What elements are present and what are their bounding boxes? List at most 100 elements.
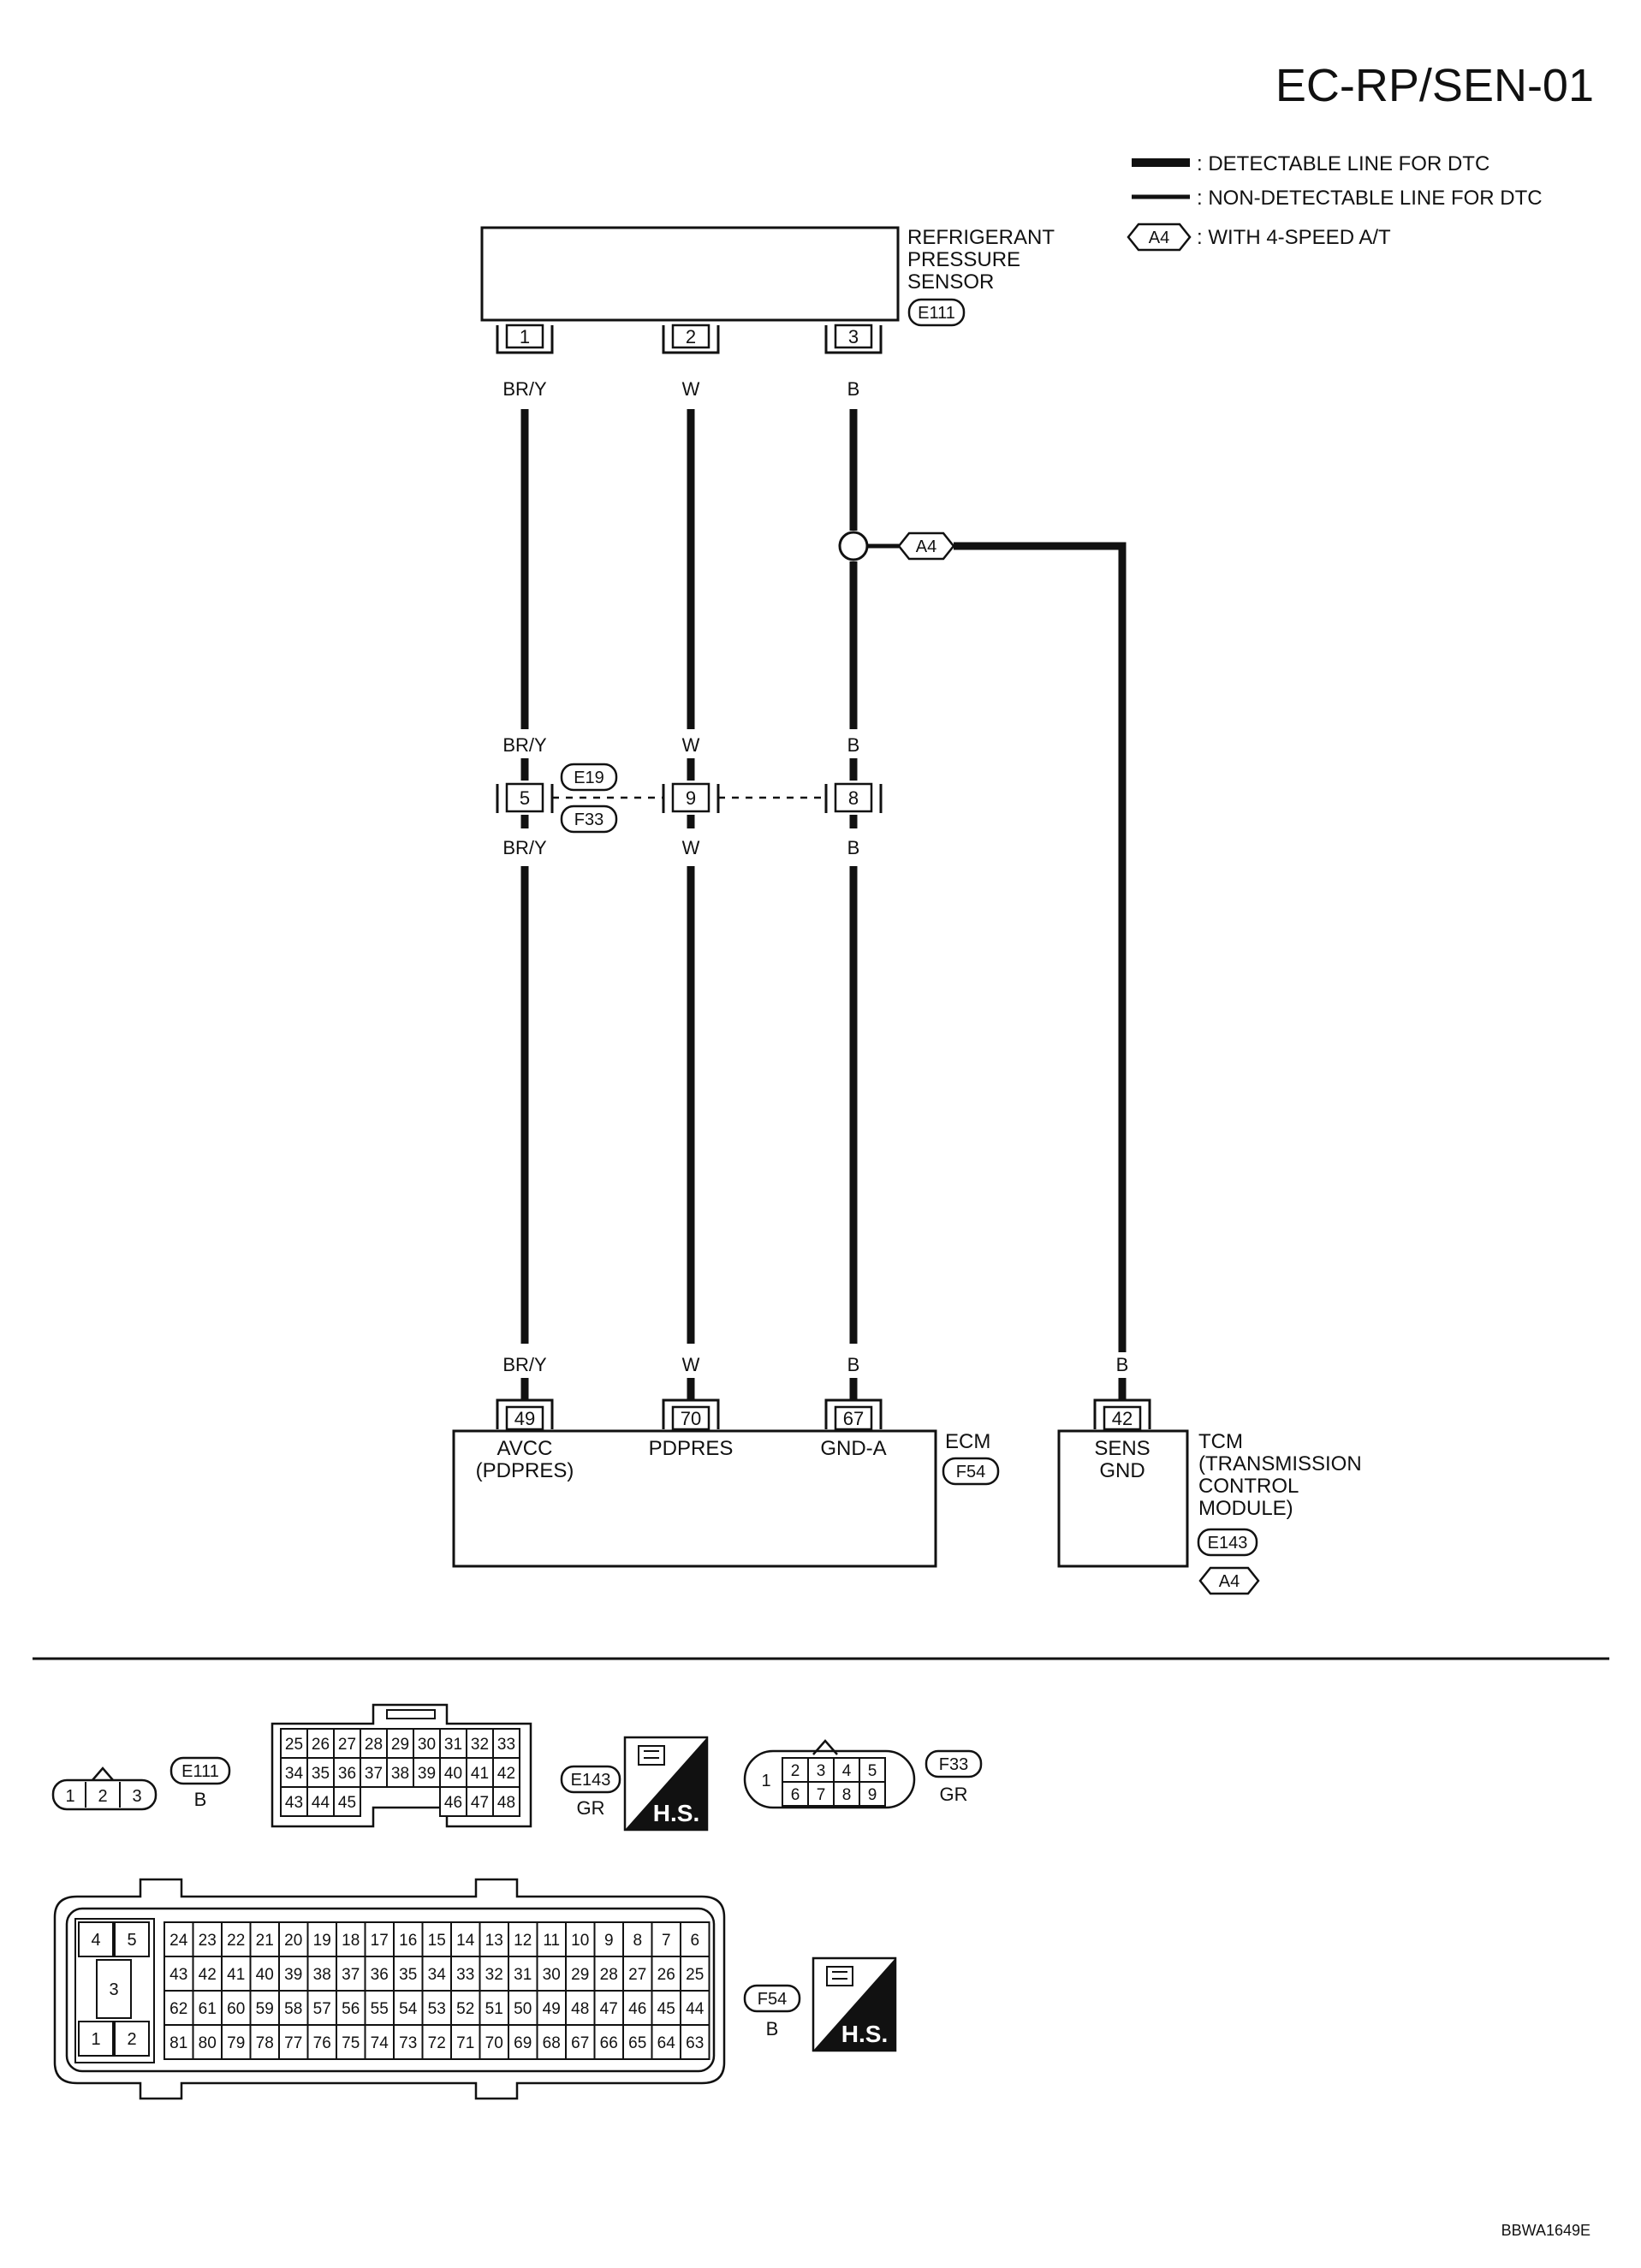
sensor-pin-3-bracket [824,325,883,354]
e143-pin-42: 42 [497,1765,515,1783]
f54-pin-cell [164,1921,194,1957]
e111-tag-shape [169,1756,231,1785]
tcm-name-line-4: MODULE) [1198,1497,1293,1520]
f54-pin-55: 55 [371,2000,389,2018]
tcm-name-line-3: CONTROL [1198,1475,1299,1498]
sensor-pin-1-box [505,324,544,349]
ecm-terminal-label-70: PDPRES [649,1437,734,1460]
tcm-connector-tag-shape [1197,1528,1258,1557]
f33-tag-shape [925,1749,983,1778]
f54-pin-37: 37 [342,1966,360,1984]
f54-pin-54: 54 [399,2000,418,2018]
f54-pin-15: 15 [428,1932,446,1950]
f54-housing-inner [65,1907,716,2073]
f54-pin-27: 27 [628,1966,646,1984]
ecm-terminal-label-49b: (PDPRES) [476,1459,574,1482]
f33-pin-5: 5 [868,1762,877,1780]
joint-top-tag-shape [560,763,618,792]
tcm-a4-tag-shape [1198,1566,1260,1595]
f54-pin-24: 24 [169,1932,188,1950]
f54-pin-53: 53 [428,2000,446,2018]
ecm-pin-49-bracket [496,1398,554,1429]
joint-pin-9: 9 [686,787,696,809]
f33-pin-8: 8 [842,1786,852,1804]
image-code: BBWA1649E [1501,2222,1590,2239]
f54-pin-cell [336,2024,366,2060]
ecm-wire-color-1: BR/Y [502,1354,547,1375]
f54-pin-47: 47 [600,2000,618,2018]
f54-pin-21: 21 [256,1932,274,1950]
legend-non-detectable-text: : NON-DETECTABLE LINE FOR DTC [1197,187,1543,210]
f54-pin-23: 23 [199,1932,217,1950]
f54-pin-81: 81 [169,2034,187,2052]
joint-bottom-color-1: BR/Y [502,837,547,858]
e143-color: GR [577,1797,605,1819]
f54-pin-73: 73 [399,2034,417,2052]
e111-tag: E111 [181,1762,219,1781]
f54-pin-43: 43 [169,1966,187,1984]
legend-a4-tag-shape [1127,223,1192,252]
e111-housing [51,1778,158,1811]
f54-color: B [766,2018,779,2039]
joint-bottom-color-2: W [682,837,700,858]
f54-pin-58: 58 [284,2000,302,2018]
f54-pin-52: 52 [456,2000,474,2018]
tcm-wire-color: B [1116,1354,1129,1375]
f54-pin-9: 9 [604,1932,614,1950]
f33-pin-3: 3 [817,1762,826,1780]
joint-pin-5-box [505,782,544,813]
f54-pin-20: 20 [284,1932,302,1950]
e143-pin-40: 40 [444,1765,462,1783]
f54-pin-78: 78 [256,2034,274,2052]
tcm-terminal-label-a: SENS [1094,1437,1150,1460]
f54-pin-45: 45 [657,2000,675,2018]
f54-pin-cell [680,2024,711,2060]
legend-a4-tag: A4 [1149,229,1169,247]
f54-pin-1: 1 [91,2030,100,2049]
ecm-pin-67-box [834,1405,873,1431]
e143-pin-43: 43 [285,1794,303,1812]
e111-pin: 1 [65,1787,74,1806]
e111-color: B [194,1789,207,1810]
tcm-pin-42: 42 [1112,1408,1133,1429]
f54-pin-17: 17 [371,1932,389,1950]
e143-housing [271,1703,532,1828]
e143-latch [386,1709,436,1719]
e143-pin-46: 46 [444,1794,462,1812]
f54-pin-cell [536,1990,567,2026]
f54-pin-cell [536,1921,567,1957]
page-title: EC-RP/SEN-01 [1275,60,1594,111]
e143-pin-31: 31 [444,1736,462,1754]
f33-pin-4: 4 [842,1762,852,1780]
f54-pin-26: 26 [657,1966,675,1984]
sensor-name-line-2: PRESSURE [907,248,1020,271]
f54-pin-22: 22 [227,1932,245,1950]
f54-pin-69: 69 [514,2034,532,2052]
f54-pin-48: 48 [571,2000,589,2018]
f54-pin-cell [622,2024,653,2060]
e143-pin-cell [306,1786,335,1817]
sensor-name-line-3: SENSOR [907,270,994,294]
f54-pin-35: 35 [399,1966,417,1984]
f54-power-block [74,1918,155,2063]
sensor-pin-2-bracket [662,325,720,354]
ecm-connector-tag-shape [942,1457,1000,1486]
f54-pin-33: 33 [456,1966,474,1984]
f54-pin-2: 2 [127,2030,136,2049]
tcm-name-line-1: TCM [1198,1430,1243,1453]
tcm-terminal-label-b: GND [1099,1459,1145,1482]
sensor-wire-color-2: W [682,378,700,400]
f54-pin-57: 57 [313,2000,331,2018]
legend-detectable-text: : DETECTABLE LINE FOR DTC [1197,152,1489,175]
f54-pin-71: 71 [456,2034,474,2052]
e143-pin-cell [280,1786,308,1817]
sensor-pin-2: 2 [686,326,696,347]
f54-pin-cell [565,2024,596,2060]
ecm-terminal-label-67: GND-A [820,1437,886,1460]
e143-pin-cell [386,1728,414,1759]
f33-pin-7: 7 [817,1786,826,1804]
f54-pin-cell [651,1921,681,1957]
e143-pin-28: 28 [365,1736,383,1754]
